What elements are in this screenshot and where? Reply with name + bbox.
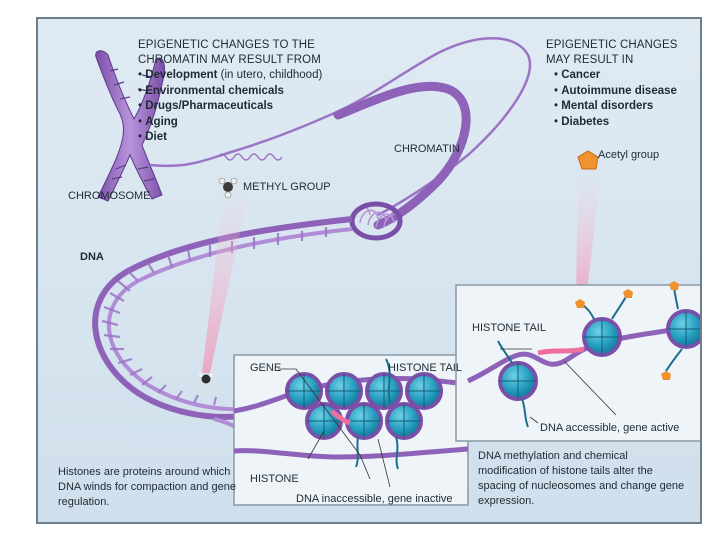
right-header-line-1: EPIGENETIC CHANGES	[546, 39, 678, 51]
right-header-line-2: MAY RESULT IN	[546, 54, 634, 66]
histone-label: HISTONE	[250, 473, 299, 485]
result-item: Cancer	[554, 68, 677, 84]
active-label: DNA accessible, gene active	[540, 422, 680, 434]
chromosome-label: CHROMOSOME	[68, 190, 151, 202]
chromatin-strand	[149, 37, 532, 217]
open-histones	[498, 309, 700, 401]
chromatin-coil	[333, 81, 471, 230]
results-list: Cancer Autoimmune disease Mental disorde…	[554, 68, 677, 130]
cause-item: Development (in utero, childhood)	[138, 68, 322, 84]
inactive-label: DNA inaccessible, gene inactive	[296, 493, 453, 505]
dna-backbone	[92, 216, 353, 420]
result-item: Mental disorders	[554, 99, 677, 115]
histone-tail-label-left: HISTONE TAIL	[388, 362, 462, 374]
methylation-caption: DNA methylation and chemical modificatio…	[478, 450, 685, 507]
cause-item: Aging	[138, 115, 322, 131]
dna-label: DNA	[80, 251, 104, 263]
histones-caption: Histones are proteins around which DNA w…	[58, 466, 236, 508]
diagram-frame: EPIGENETIC CHANGES TO THE CHROMATIN MAY …	[36, 17, 702, 524]
cause-item: Environmental chemicals	[138, 84, 322, 100]
packed-histones	[285, 372, 443, 440]
methyl-group-label: METHYL GROUP	[243, 181, 331, 193]
causes-list: Development (in utero, childhood) Enviro…	[138, 68, 322, 146]
active-inset-box	[455, 284, 700, 442]
chromatin-label: CHROMATIN	[394, 143, 460, 155]
left-header-line-1: EPIGENETIC CHANGES TO THE	[138, 39, 315, 51]
histone-tail-label-right: HISTONE TAIL	[472, 322, 546, 334]
epigenetics-illustration	[92, 37, 700, 506]
cause-item: Diet	[138, 130, 322, 146]
result-item: Autoimmune disease	[554, 84, 677, 100]
methyl-beam	[202, 191, 248, 373]
cause-item: Drugs/Pharmaceuticals	[138, 99, 322, 115]
left-header-title: EPIGENETIC CHANGES TO THE CHROMATIN MAY …	[138, 38, 321, 68]
acetyl-beam	[576, 179, 600, 301]
acetyl-group-label: Acetyl group	[598, 149, 660, 161]
gene-label: GENE	[250, 362, 282, 374]
result-item: Diabetes	[554, 115, 677, 131]
methyl-group-molecule	[198, 177, 238, 384]
acetyl-group-icon	[577, 150, 599, 170]
right-header-title: EPIGENETIC CHANGES MAY RESULT IN	[546, 38, 678, 68]
left-header-line-2: CHROMATIN MAY RESULT FROM	[138, 54, 321, 66]
